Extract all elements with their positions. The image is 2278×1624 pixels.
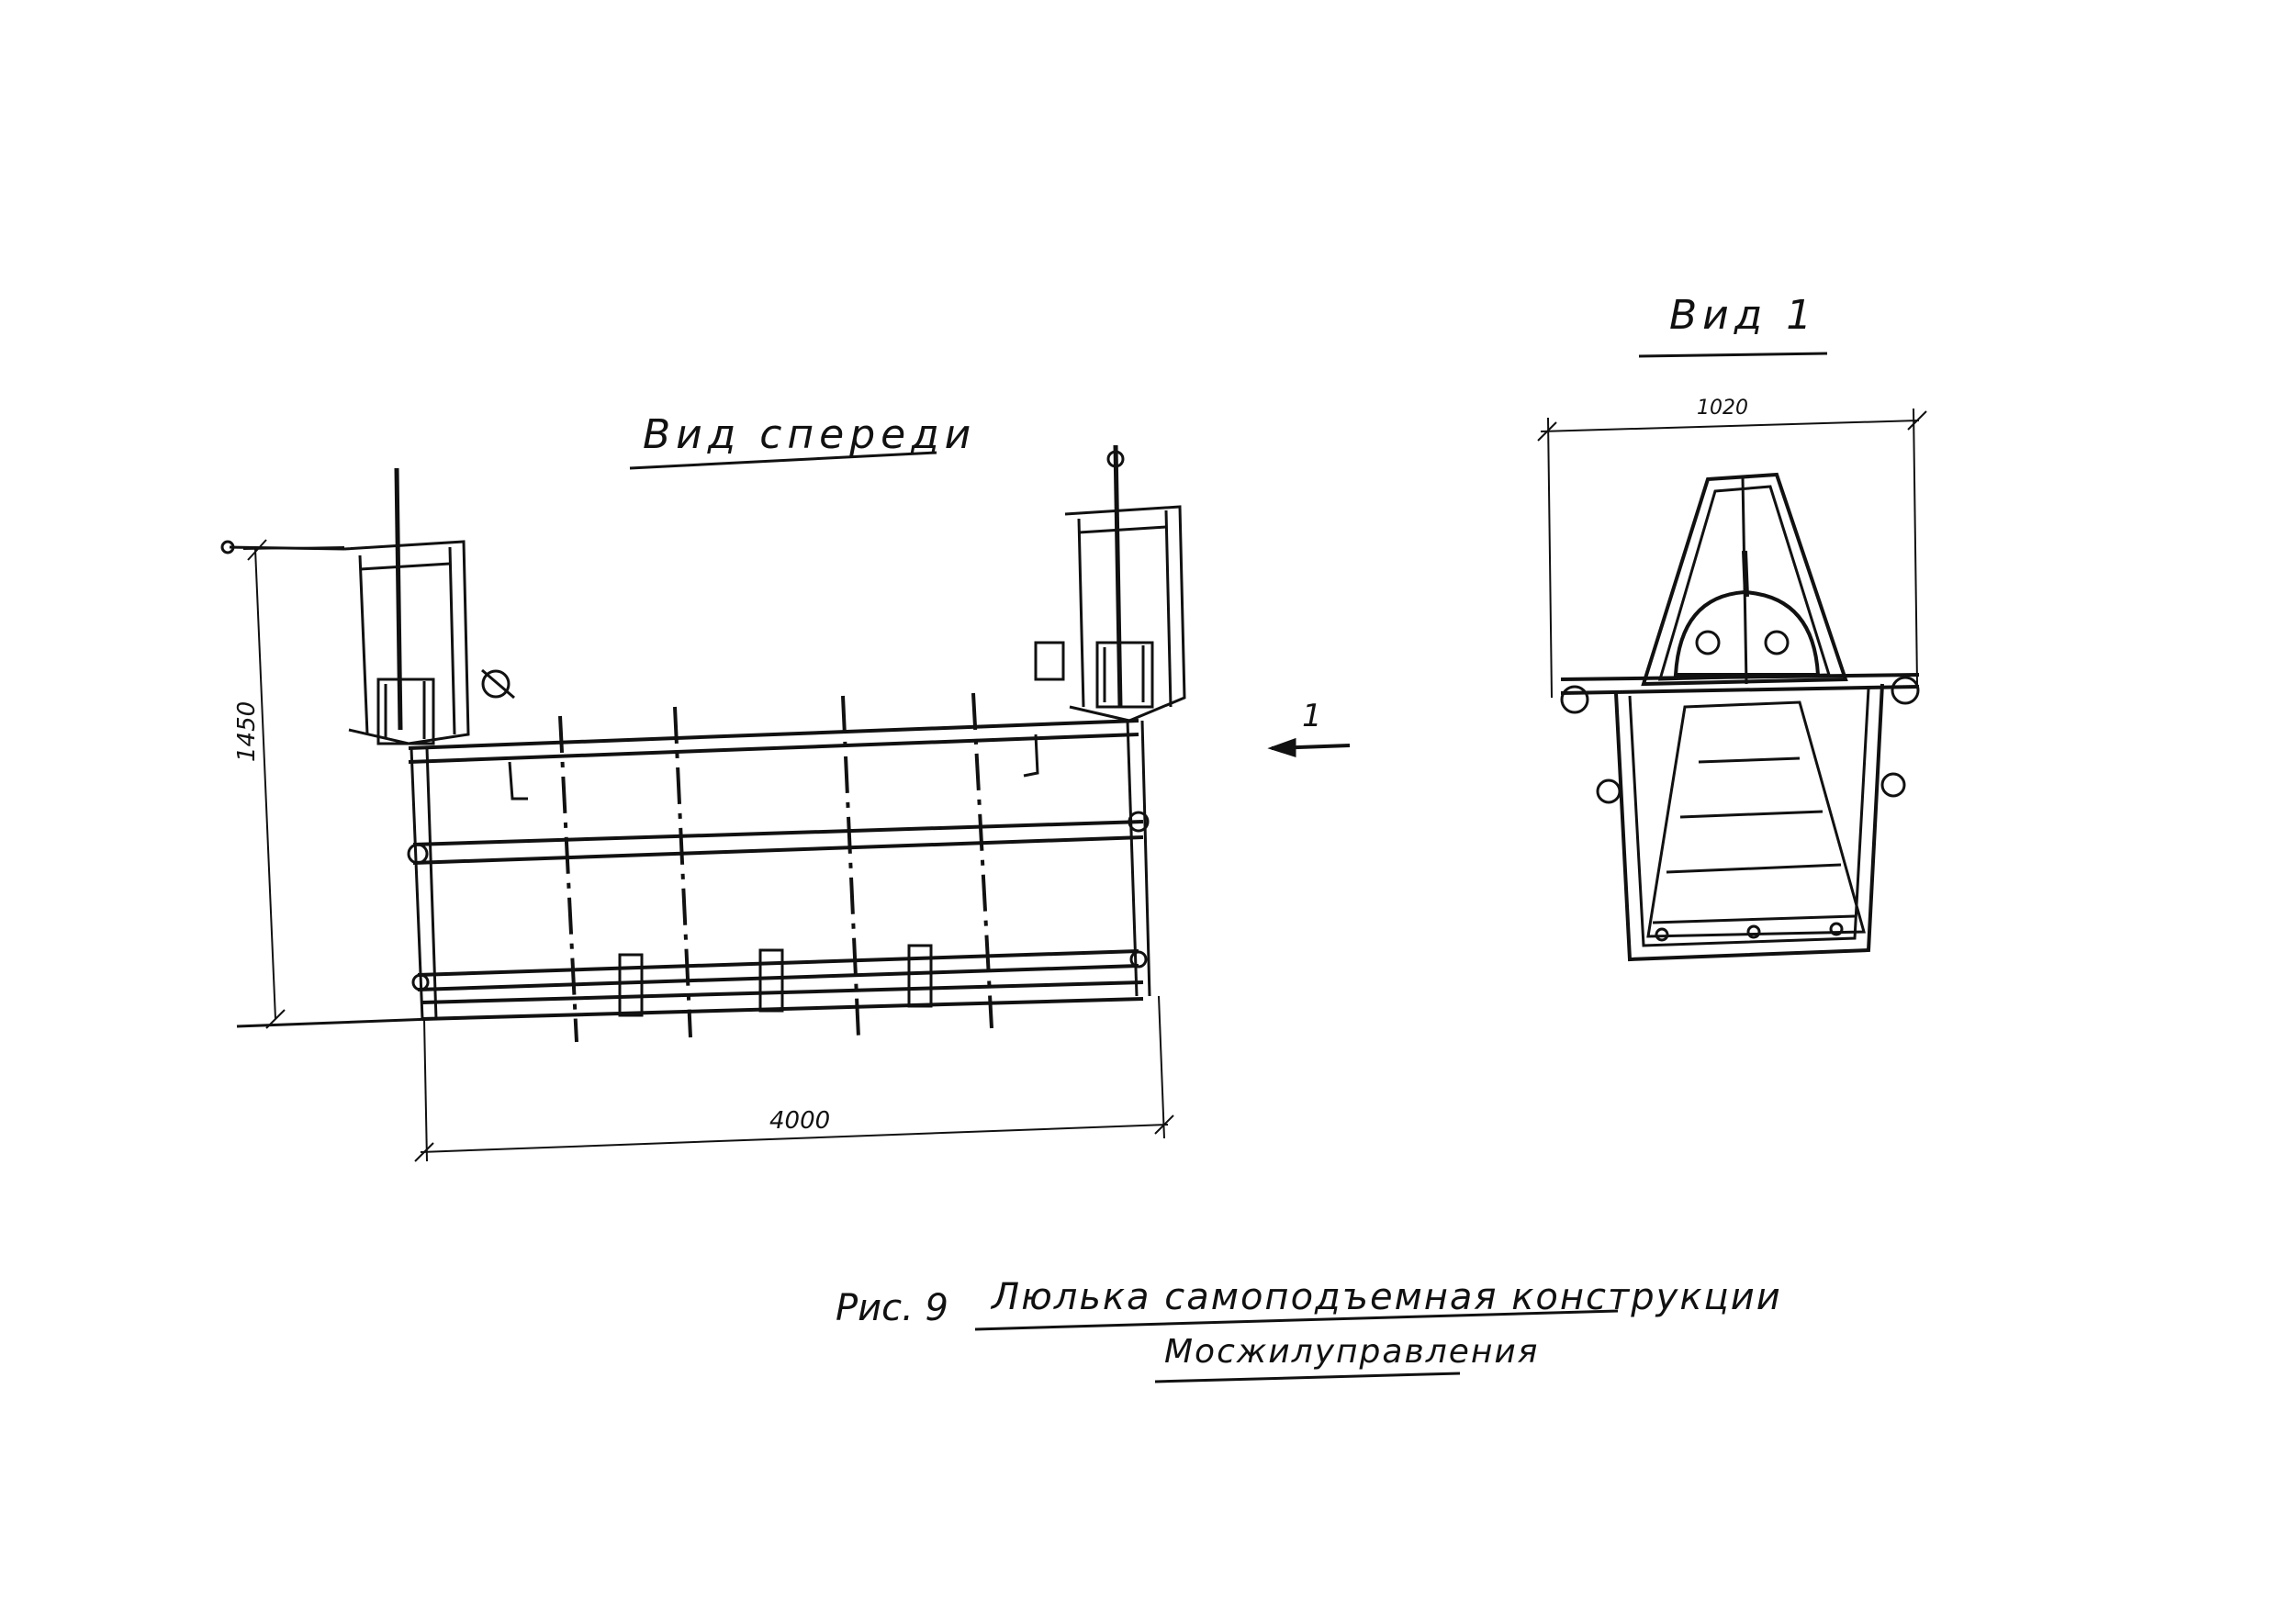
centerlines [558,692,993,1043]
clamps [618,944,933,1017]
dimension-1450 [242,539,345,1029]
bolt-icon [1695,630,1721,655]
right-winch-housing [1034,444,1186,722]
ground-line [236,1017,432,1028]
side-view-title: Вид 1 [1669,292,1818,339]
dimension-1020 [1537,408,1927,699]
bolt-icon [1764,630,1790,655]
caption-line-1: Люлька самоподъемная конструкции [992,1276,1782,1318]
dimension-1450-label: 1450 [233,700,261,762]
caption-line-2: Мосжилуправления [1164,1333,1540,1371]
left-winch-housing [220,467,515,745]
front-view [220,444,1351,1162]
front-view-title: Вид спереди [643,411,977,458]
side-view [1537,352,1927,962]
dimension-4000 [414,995,1174,1162]
wheel-icon [1560,685,1589,714]
caption-underlines [974,1309,1619,1383]
cradle-frame [407,719,1151,1021]
wheel-icon [1891,676,1920,705]
dimension-4000-label: 4000 [769,1107,831,1135]
view-arrow [1267,737,1351,758]
dimension-1020-label: 1020 [1697,397,1748,420]
view-arrow-label: 1 [1302,698,1322,734]
figure-number: Рис. 9 [836,1287,948,1329]
